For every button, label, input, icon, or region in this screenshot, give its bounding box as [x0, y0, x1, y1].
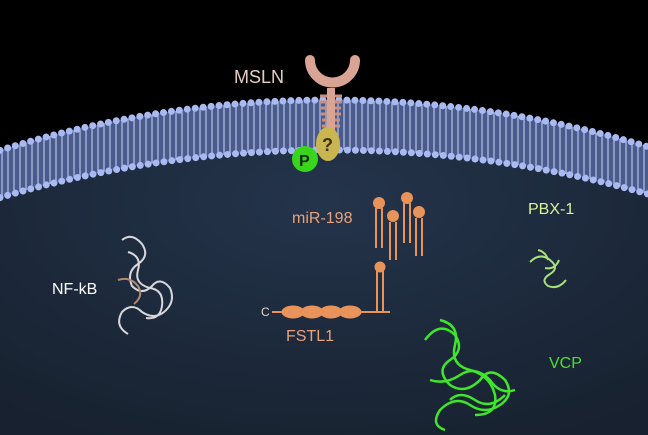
nfkb-structure	[117, 235, 173, 335]
vcp-label: VCP	[549, 355, 582, 372]
fstl1-protein	[272, 261, 390, 319]
pbx1-structure	[529, 249, 567, 289]
msln-label: MSLN	[234, 67, 285, 87]
phospho-group	[292, 146, 318, 172]
vcp-structure	[424, 318, 516, 432]
pbx1-label: PBX-1	[528, 201, 575, 218]
phospho-label: P	[299, 153, 310, 170]
msln-receptor	[305, 55, 360, 133]
c-terminus-label: C	[261, 305, 270, 319]
question-mark: ?	[322, 135, 333, 155]
nfkb-label: NF-kB	[52, 281, 98, 298]
fstl1-label: FSTL1	[286, 328, 335, 345]
mir-198-hairpins	[373, 192, 425, 260]
unknown-adaptor	[316, 127, 340, 161]
cytoplasm	[0, 99, 648, 435]
mir-198-label: miR-198	[292, 210, 353, 227]
